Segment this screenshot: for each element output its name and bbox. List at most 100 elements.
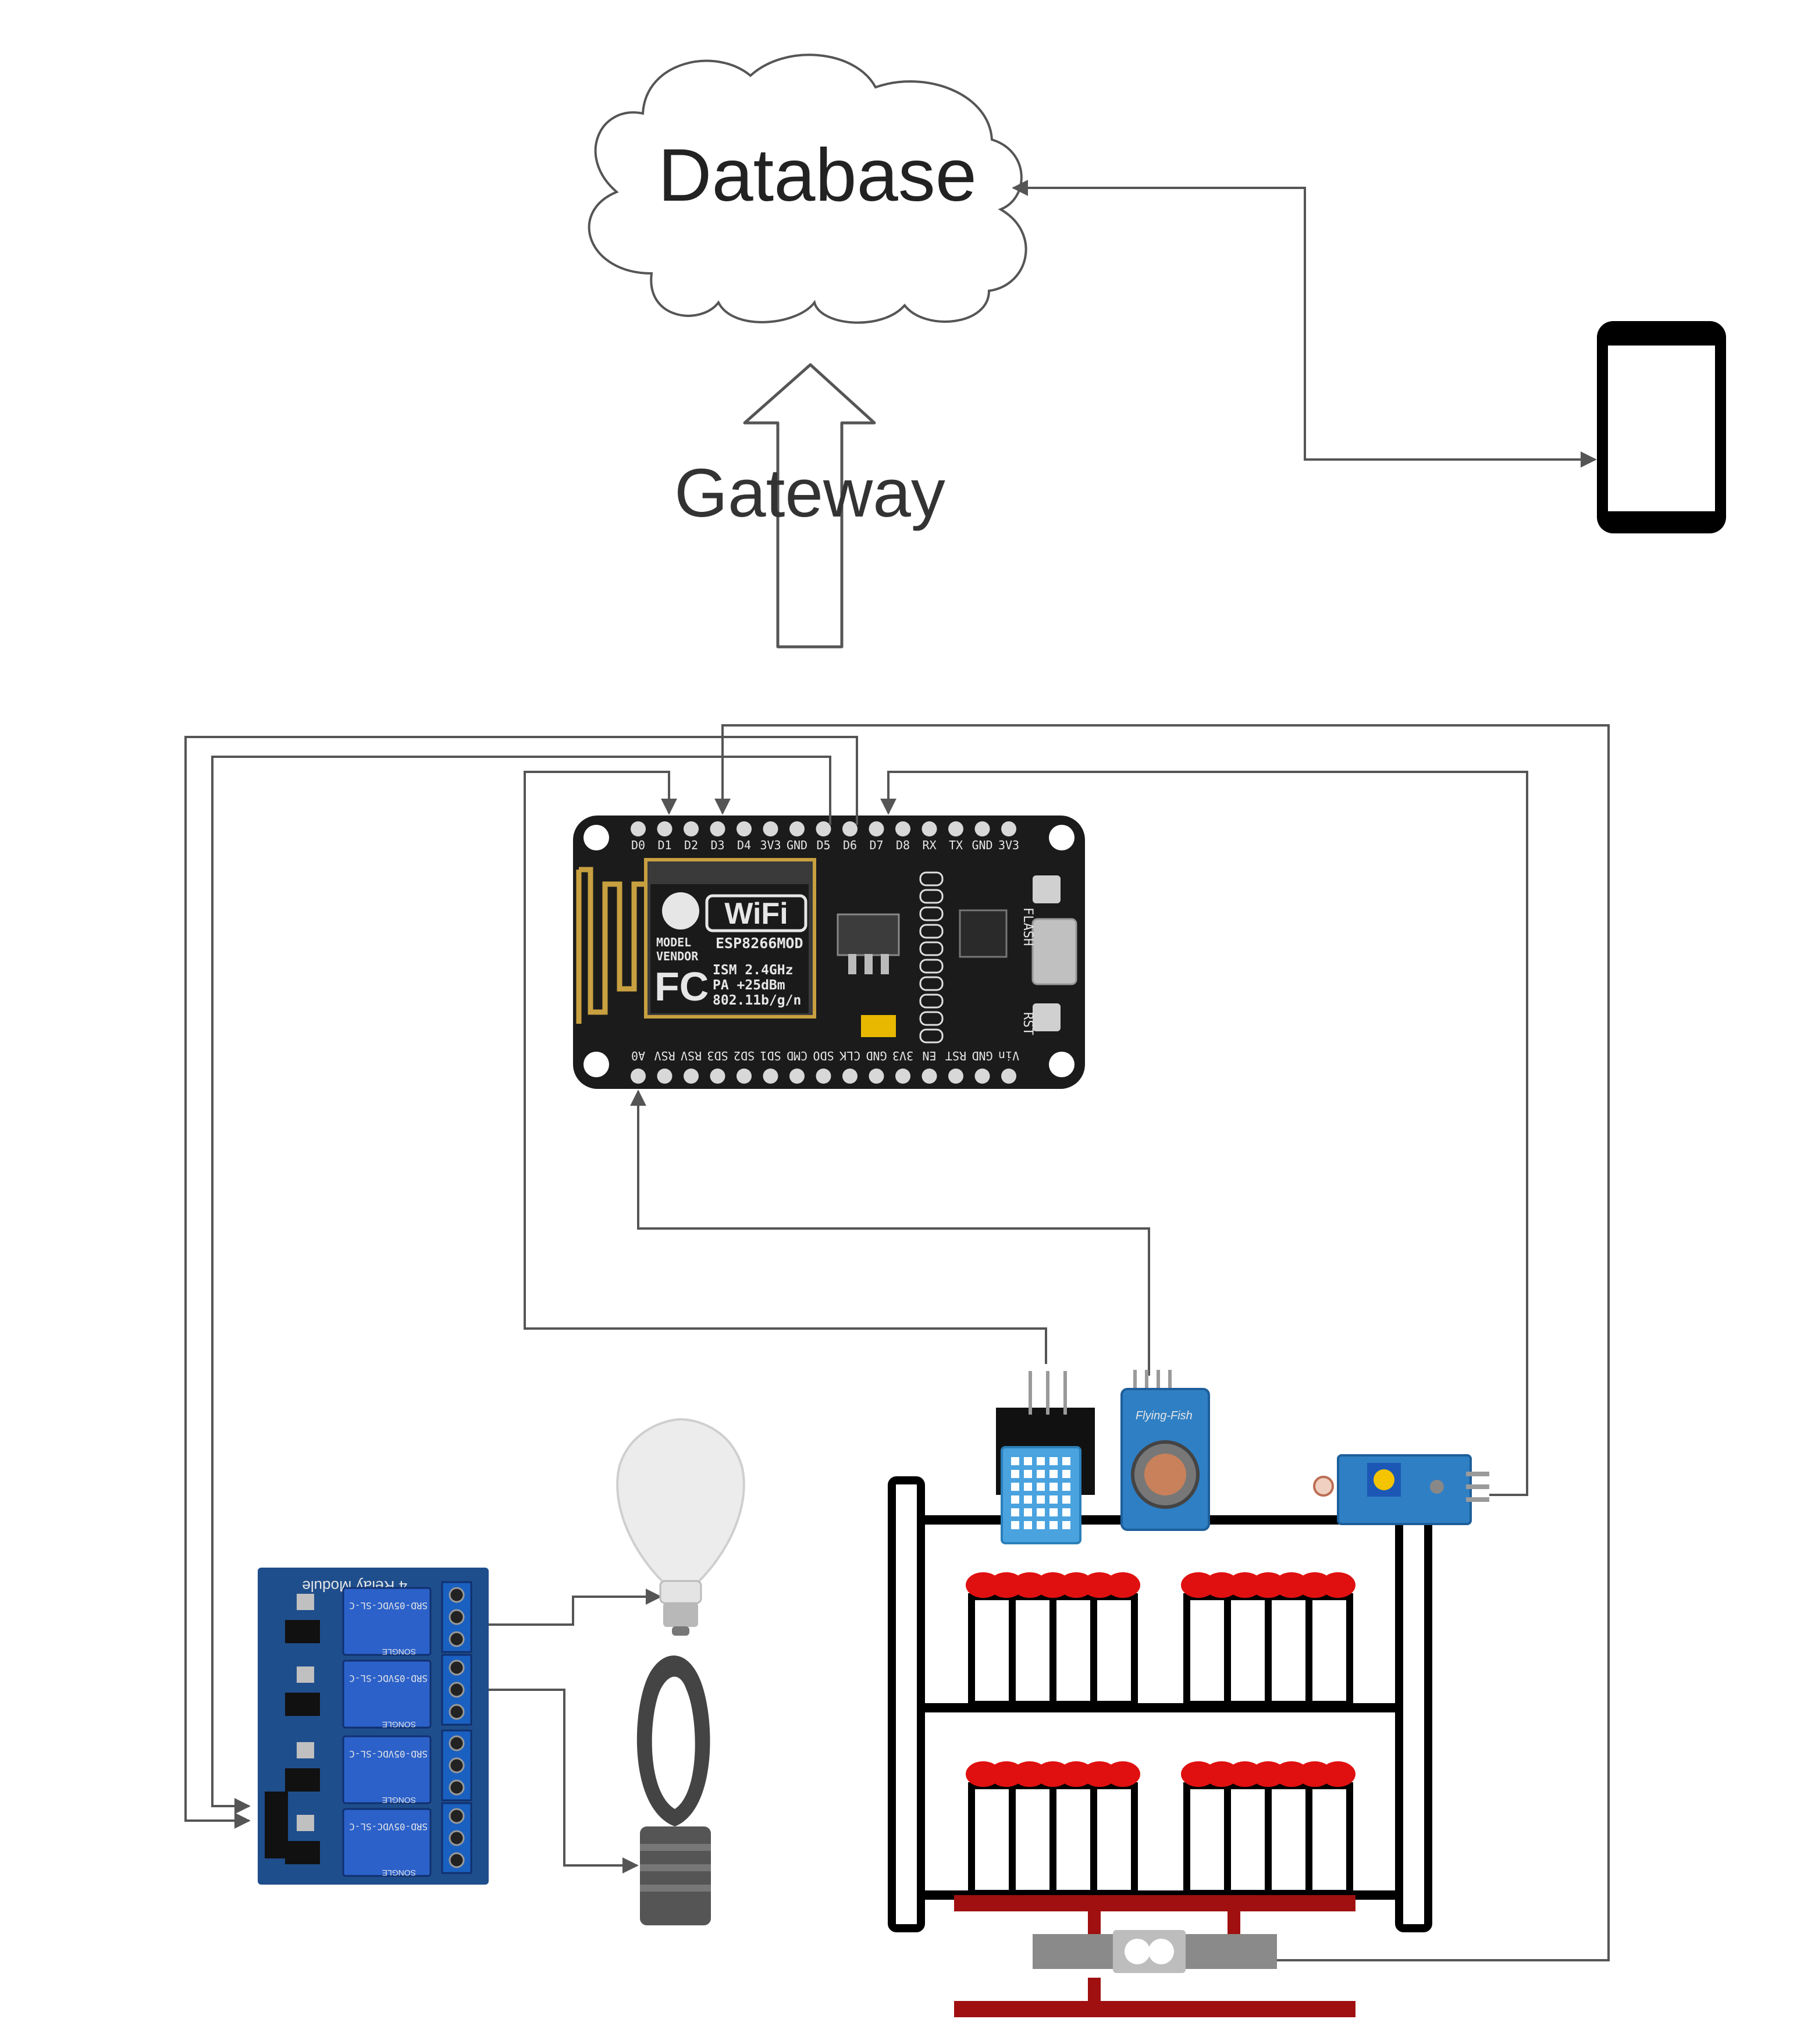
terminal-screw [449,1808,465,1824]
wire-ldr [880,771,1528,1496]
bottom-pin-label: Vin [998,1049,1019,1063]
smd-pad [919,924,944,939]
load-cell-hole [1125,1939,1150,1964]
header-pin [631,821,646,836]
header-pin [974,1069,990,1084]
smd-pad [919,1028,944,1044]
module-part-label: ESP8266MOD [716,935,803,952]
vent-slot [1037,1483,1045,1491]
header-pin [1001,1069,1016,1084]
bottom-pin-label: SDO [813,1049,834,1063]
terminal-screw [449,1779,465,1796]
vent-slot [1062,1470,1070,1478]
planter-divider [1224,1786,1231,1893]
smd-component [297,1666,314,1683]
load-cell-hole [1148,1939,1174,1964]
relay-part-label: SRD-05VDC-SL-C [349,1673,428,1684]
vent-slot [1037,1521,1045,1529]
relay-body [342,1735,432,1804]
top-pin-label: D0 [631,838,645,852]
relay-brand-label: SONGLE [382,1647,416,1657]
smd-pad [919,1011,944,1026]
terminal-screw [449,1631,465,1647]
gateway-arrow: Gateway [674,363,945,649]
vent-slot [1024,1495,1032,1504]
light-bulb [616,1418,745,1636]
planter-divider [1305,1786,1312,1893]
planter-divider [1009,1786,1016,1893]
top-pin-label: 3V3 [760,838,781,852]
top-pin-label: D5 [816,838,830,852]
relay-input-header [265,1792,288,1858]
bottom-pin-label: EN [922,1049,936,1063]
planter-divider [1265,1786,1272,1893]
smd-component [297,1742,314,1758]
bottom-pin-label: CLK [839,1049,860,1063]
vent-slot [1049,1483,1058,1491]
shelf-base-top [954,1895,1355,1911]
relay-body [342,1660,432,1729]
header-pin [869,1069,884,1084]
optocoupler [285,1768,320,1792]
bottom-pin-label: SD3 [707,1049,728,1063]
ldr-sensor [1313,1454,1489,1525]
smd-pad [919,906,944,921]
database-cloud: Database [588,54,1027,324]
top-pin-label: TX [949,838,963,852]
relay-brand-label: SONGLE [382,1868,416,1878]
vent-slot [1011,1521,1019,1529]
planter-divider [1090,1597,1097,1704]
vent-slot [1024,1470,1032,1478]
tomato-icon [1321,1761,1355,1787]
header-pin [948,821,963,836]
relay-body [342,1808,432,1877]
shelf-base-bottom [954,2001,1355,2017]
mount-hole [1049,1052,1074,1077]
header-pin [816,1069,831,1084]
module-spec-3: 802.11b/g/n [713,993,801,1008]
terminal-screw [449,1830,465,1846]
vent-slot [1062,1521,1070,1529]
wire-gas-sensor [630,1089,1150,1376]
smd-pad [919,889,944,904]
wire-relay-in1 [184,736,858,1829]
shelf-post-right [1395,1511,1432,1932]
dht11-sensor [996,1371,1095,1544]
planters [966,1572,1355,1897]
bottom-pin-label: RST [945,1049,966,1063]
bottom-pin-label: SD1 [760,1049,781,1063]
terminal-screw [449,1704,465,1720]
vent-slot [1011,1508,1019,1516]
voltage-regulator [837,913,900,956]
planter-divider [1049,1786,1056,1893]
cloud-icon [588,54,1027,324]
bottom-pin-label: RSV [654,1049,675,1063]
espressif-logo-icon [662,892,699,930]
tomato-icon [1105,1761,1140,1787]
usb-uart-chip [959,909,1008,958]
terminal-screw [449,1682,465,1698]
top-pin-label: D8 [896,838,910,852]
terminal-screw [449,1609,465,1625]
rst-label: RST [1020,1012,1035,1035]
bottom-pin-label: 3V3 [892,1049,913,1063]
terminal-screw [449,1735,465,1751]
terminal-screw [449,1757,465,1774]
pcb-antenna [576,867,649,1024]
planter-divider [1090,1786,1097,1893]
header-pin [737,821,752,836]
fc-logo-icon: FC [654,964,709,1009]
gas-sensor-label: Flying-Fish [1136,1409,1193,1422]
module-model-label: MODEL [656,935,691,949]
planter [1181,1572,1355,1708]
dht11-housing [1001,1446,1081,1544]
vent-slot [1024,1508,1032,1516]
terminal-screw [449,1660,465,1676]
planter-divider [1049,1597,1056,1704]
gas-sensor: Flying-Fish [1120,1370,1210,1531]
